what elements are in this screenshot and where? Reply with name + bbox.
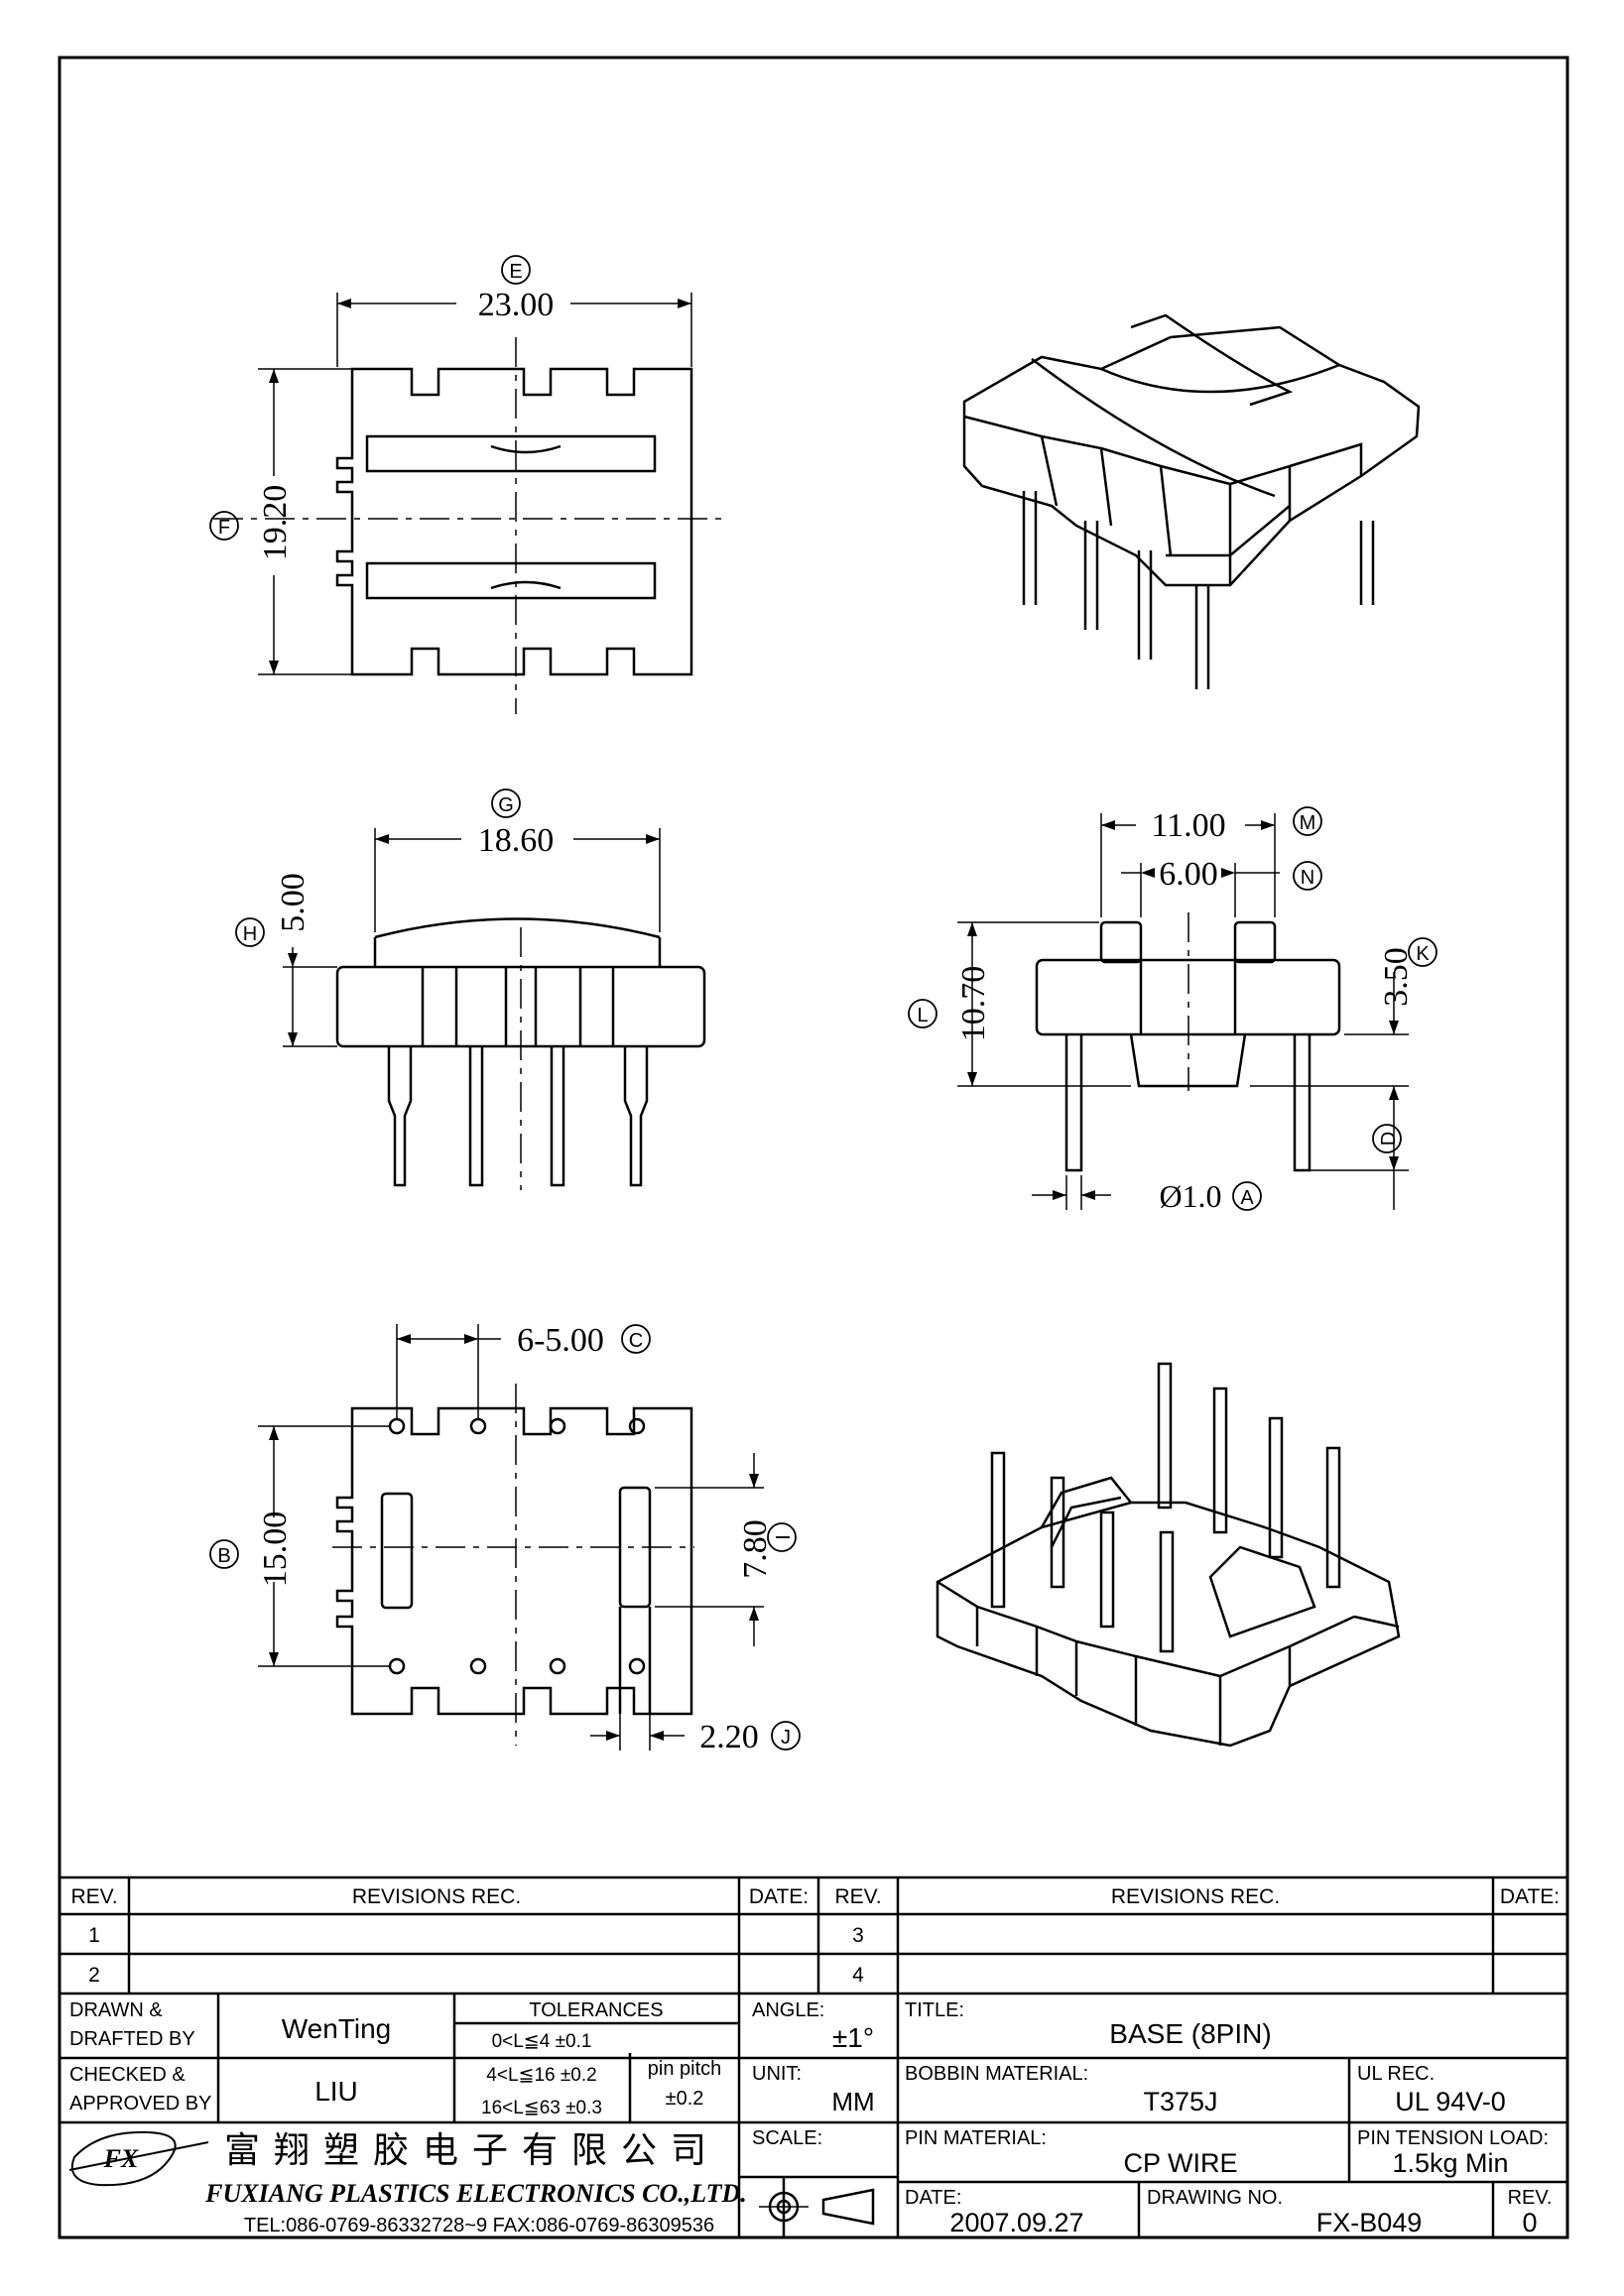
side-view-outer-tag: M (1300, 812, 1316, 834)
company-logo (68, 2130, 209, 2187)
iso-view-top (962, 313, 1421, 689)
drawn-value: WenTing (282, 2013, 392, 2044)
bottom-view-pitch-dim: 6-5.00 (517, 1322, 604, 1359)
tolerances-label: TOLERANCES (529, 1999, 663, 2021)
scale-label: SCALE: (752, 2127, 822, 2149)
tension-label: PIN TENSION LOAD: (1357, 2127, 1549, 2149)
top-view (213, 293, 729, 714)
drawing-no-label: DRAWING NO. (1147, 2187, 1283, 2209)
pin-pitch-label: pin pitch (648, 2058, 722, 2080)
front-view-height-tag: H (243, 923, 257, 945)
drawn-label-1: DRAWN & (69, 1999, 163, 2021)
checked-label-1: CHECKED & (69, 2064, 186, 2086)
side-view-pin-dia: Ø1.0 (1159, 1178, 1221, 1214)
bobbin-label: BOBBIN MATERIAL: (905, 2063, 1088, 2085)
front-view-arrows (288, 834, 660, 1046)
front-view-height-dim: 5.00 (275, 873, 312, 932)
title-label: TITLE: (905, 1999, 964, 2021)
side-view-pin-dia-tag: A (1240, 1187, 1254, 1209)
unit-label: UNIT: (752, 2063, 802, 2085)
bottom-view-slot-tag: I (773, 1534, 795, 1540)
rev-row-2: 2 (88, 1964, 100, 1987)
company-name-cn: 富 翔 塑 胶 电 子 有 限 公 司 (224, 2129, 708, 2170)
front-view-width-dim: 18.60 (478, 822, 555, 859)
rev-header-left: REV. (70, 1885, 117, 1908)
tension-value: 1.5kg Min (1392, 2148, 1508, 2178)
side-view-step-tag: K (1416, 943, 1430, 965)
tol-row-3: 16<L≦63 ±0.3 (481, 2098, 602, 2118)
checked-label-2: APPROVED BY (69, 2093, 211, 2115)
top-view-width-tag: E (509, 261, 522, 283)
side-view-outer-dim: 11.00 (1151, 807, 1225, 844)
date-header-left: DATE: (749, 1885, 809, 1908)
date-header-right: DATE: (1500, 1885, 1560, 1908)
unit-value: MM (831, 2087, 874, 2116)
bottom-view-arrows (269, 1334, 759, 1741)
bottom-view-slot-dim: 7.80 (737, 1519, 774, 1579)
side-view-pin-tag: D (1378, 1132, 1400, 1146)
title-value: BASE (8PIN) (1109, 2018, 1271, 2049)
pin-material-label: PIN MATERIAL: (905, 2127, 1047, 2149)
top-view-height-dim: 19.20 (257, 485, 294, 561)
side-view-height-dim: 10.70 (955, 966, 992, 1042)
company-contact: TEL:086-0769-86332728~9 FAX:086-0769-863… (244, 2215, 714, 2236)
rev-header-right: REV. (834, 1885, 881, 1908)
bottom-view-height-tag: B (217, 1545, 230, 1567)
rev-label: REV. (1508, 2187, 1553, 2209)
side-view-step-dim: 3.50 (1378, 947, 1415, 1007)
iso-view-bottom (936, 1362, 1401, 1748)
tol-row-2: 4<L≦16 ±0.2 (486, 2065, 596, 2086)
date-label: DATE: (905, 2187, 961, 2209)
company-name-en: FUXIANG PLASTICS ELECTRONICS CO.,LTD. (204, 2179, 747, 2208)
top-view-height-tag: F (218, 517, 230, 539)
bottom-view-slot-width-dim: 2.20 (699, 1719, 759, 1755)
drawing-no-value: FX-B049 (1316, 2208, 1423, 2237)
bottom-view-height-dim: 15.00 (257, 1511, 294, 1588)
checked-value: LIU (314, 2076, 358, 2107)
date-value: 2007.09.27 (949, 2208, 1083, 2237)
company-logo-text: FX (103, 2144, 139, 2173)
angle-label: ANGLE: (752, 1999, 824, 2021)
ul-label: UL REC. (1357, 2063, 1435, 2085)
rev-row-4: 4 (852, 1964, 864, 1987)
angle-value: ±1° (832, 2022, 874, 2053)
side-view-inner-tag: N (1301, 867, 1314, 889)
rev-row-1: 1 (88, 1924, 100, 1947)
front-view (283, 828, 706, 1190)
pin-material-value: CP WIRE (1123, 2148, 1237, 2178)
bobbin-value: T375J (1143, 2087, 1217, 2116)
front-view-width-tag: G (498, 794, 514, 816)
revisions-header-right: REVISIONS REC. (1111, 1885, 1280, 1908)
title-block (60, 1875, 1567, 2237)
drawn-label-2: DRAFTED BY (69, 2028, 195, 2050)
bottom-view-slot-width-tag: J (781, 1727, 791, 1749)
bottom-view-pitch-tag: C (629, 1330, 643, 1352)
ul-value: UL 94V-0 (1395, 2087, 1506, 2116)
side-view-height-tag: L (917, 1005, 928, 1027)
rev-value: 0 (1522, 2208, 1537, 2237)
revisions-header-left: REVISIONS REC. (352, 1885, 521, 1908)
rev-row-3: 3 (852, 1924, 864, 1947)
side-view-inner-dim: 6.00 (1159, 856, 1218, 893)
bottom-view (258, 1324, 764, 1751)
pin-pitch-value: ±0.2 (666, 2088, 704, 2110)
top-view-width-dim: 23.00 (478, 287, 555, 323)
tol-row-1: 0<L≦4 ±0.1 (492, 2031, 592, 2052)
top-view-arrows (269, 299, 691, 674)
sheet-border (58, 56, 1569, 2239)
